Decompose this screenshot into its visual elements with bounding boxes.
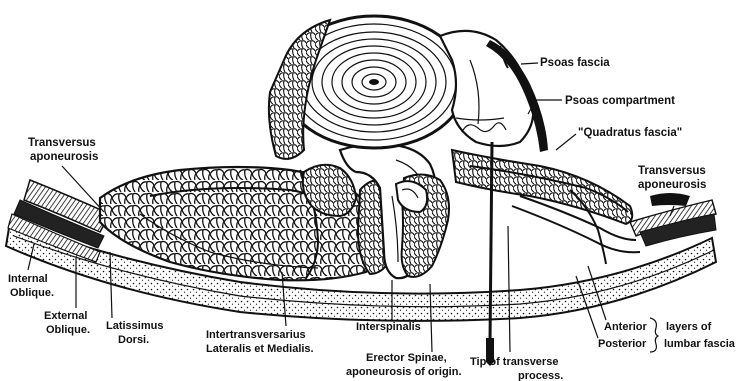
label-erector-spinae-2: aponeurosis of origin. [346,366,462,378]
label-erector-spinae-1: Erector Spinae, [366,352,447,364]
label-intertransversarius-2: Lateralis et Medialis. [206,343,314,355]
label-external-oblique-2: Oblique. [46,324,90,336]
label-psoas-fascia: Psoas fascia [540,57,610,69]
label-layers-of: layers of [666,321,712,333]
label-interspinalis: Interspinalis [356,321,421,333]
erector-spinae [396,174,449,276]
label-latissimus-1: Latissimus [106,320,163,332]
label-internal-oblique-1: Internal [8,273,48,285]
lateral-abdominal-wall-right [630,193,716,246]
label-tip-transverse-1: Tip of transverse [470,356,558,368]
label-intertransversarius-1: Intertransversarius [206,329,306,341]
quadratus-lumborum [452,150,632,224]
label-anterior: Anterior [604,321,648,333]
label-quadratus-fascia: "Quadratus fascia" [578,127,682,139]
label-transversus-left-2: aponeurosis [30,151,98,163]
label-internal-oblique-2: Oblique. [10,287,54,299]
label-transversus-right-1: Transversus [638,165,706,177]
label-psoas-compartment: Psoas compartment [565,95,675,107]
label-transversus-left-1: Transversus [28,137,96,149]
label-transversus-right-2: aponeurosis [638,179,706,191]
label-posterior: Posterior [598,338,647,350]
label-latissimus-2: Dorsi. [118,334,149,346]
label-tip-transverse-2: process. [518,370,563,381]
label-lumbar-fascia: lumbar fascia [664,338,736,350]
label-external-oblique-1: External [44,310,87,322]
